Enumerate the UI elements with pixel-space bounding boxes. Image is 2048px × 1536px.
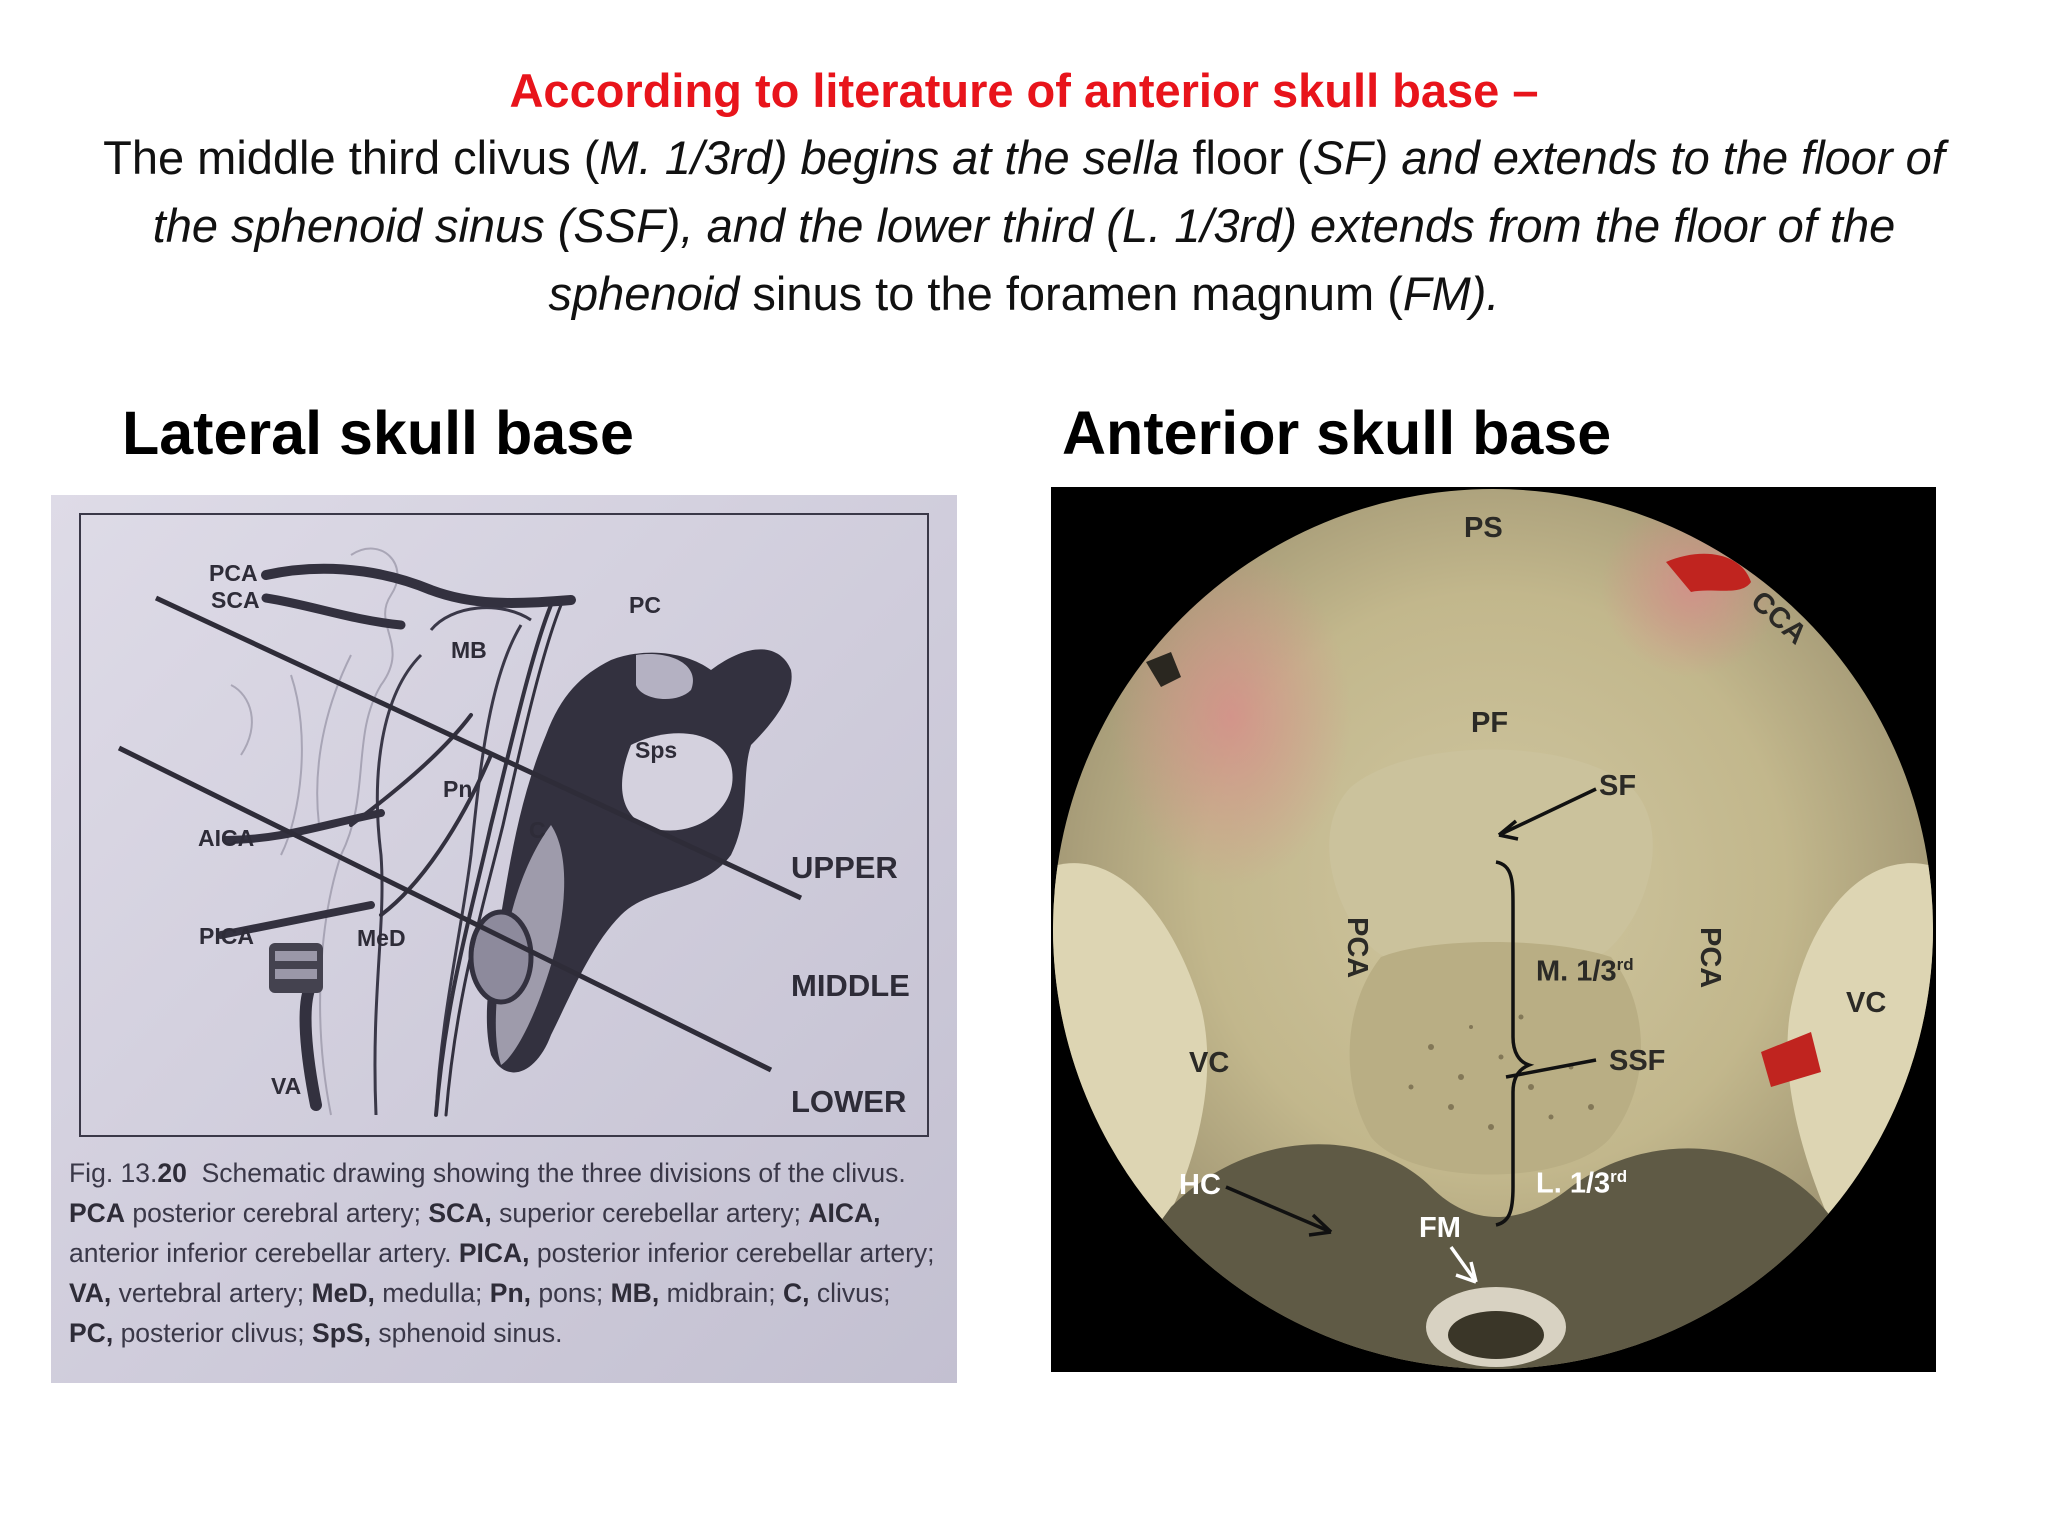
label-pca-right: PCA (1694, 927, 1726, 989)
right-edge-red-mark (1891, 1107, 1933, 1207)
caption-abbr: AICA, (808, 1198, 881, 1228)
body-part: sinus to the foramen magnum ( (752, 267, 1403, 320)
fm-arrow (1449, 1245, 1478, 1284)
m-third-sup: rd (1616, 955, 1634, 974)
label-ps: PS (1464, 512, 1503, 544)
caption-abbr: PC, (69, 1318, 114, 1348)
figure-caption: Fig. 13.20 Schematic drawing showing the… (69, 1153, 941, 1353)
caption-def: superior cerebellar artery; (499, 1198, 802, 1228)
division-lines (117, 595, 803, 1073)
label-upper: UPPER (791, 850, 898, 885)
fig-prefix: Fig. 13. (69, 1158, 158, 1188)
caption-def: posterior clivus; (120, 1318, 305, 1348)
m-third-text: M. 1/3 (1536, 955, 1617, 988)
label-vc-right: VC (1846, 987, 1887, 1019)
caption-abbr: PCA (69, 1198, 125, 1228)
sf-arrow (1498, 787, 1597, 837)
caption-abbr: PICA, (458, 1238, 530, 1268)
body-part: The middle third clivus ( (103, 131, 600, 184)
label-pc: PC (629, 592, 661, 618)
left-dark-notch (1146, 652, 1181, 687)
sphenoid-sinus-cavity (622, 733, 733, 831)
caption-def: medulla; (382, 1278, 483, 1308)
label-pn: Pn (443, 776, 473, 802)
label-sps: Sps (635, 737, 678, 763)
body-part: SF) and extends to the floor of the sphe… (152, 131, 1945, 320)
caption-abbr: C, (782, 1278, 810, 1308)
label-sca: SCA (211, 587, 260, 613)
label-hc: HC (1179, 1169, 1221, 1201)
sf-arrowhead (1497, 819, 1519, 841)
anterior-skull-base-heading: Anterior skull base (1062, 399, 1612, 467)
clivus-schematic-drawing (117, 547, 803, 1117)
slide-body-text: The middle third clivus (M. 1/3rd) begin… (74, 124, 1974, 328)
label-med: MeD (357, 925, 406, 951)
sellar-region (1329, 749, 1653, 977)
label-pf: PF (1471, 707, 1509, 739)
body-part: floor ( (1192, 131, 1313, 184)
label-sf: SF (1599, 770, 1637, 802)
hc-arrow (1225, 1185, 1332, 1234)
vertebral-artery-block (269, 943, 323, 993)
caption-def: clivus; (816, 1278, 891, 1308)
label-c: C (529, 817, 546, 843)
annotation-lines (1225, 787, 1597, 1237)
caption-def: posterior inferior cerebellar artery; (536, 1238, 935, 1268)
anterior-skull-base-endoscopic-photo: PS CCA PF SF PCA PCA M. 1/3rd VC VC SSF … (1051, 487, 1936, 1372)
caption-def: vertebral artery; (118, 1278, 305, 1308)
cca-red-mark (1666, 553, 1751, 592)
label-pca-left: PCA (1341, 917, 1373, 979)
clivus-region (1349, 942, 1641, 1175)
caption-def: midbrain; (666, 1278, 776, 1308)
left-red-tint (1111, 547, 1351, 887)
caption-def: anterior inferior cerebellar artery. (69, 1238, 452, 1268)
l-third-sup: rd (1610, 1167, 1628, 1186)
body-part: M. 1/3rd) begins at the sella (599, 131, 1193, 184)
body-part: FM). (1402, 267, 1500, 320)
caption-abbr: SpS, (312, 1318, 371, 1348)
label-mb: MB (451, 637, 487, 663)
lateral-skull-base-heading: Lateral skull base (122, 399, 634, 467)
label-pica: PICA (199, 923, 254, 949)
caption-abbr: SCA, (428, 1198, 492, 1228)
slide-header: According to literature of anterior skul… (0, 58, 2048, 328)
label-pca: PCA (209, 560, 258, 586)
label-fm: FM (1419, 1212, 1461, 1244)
caption-abbr: Pn, (489, 1278, 532, 1308)
caption-abbr: MB, (610, 1278, 660, 1308)
fig-number: 20 (157, 1158, 187, 1188)
label-lower-third: L. 1/3rd (1536, 1167, 1627, 1201)
foramen-magnum-inner (1448, 1311, 1544, 1359)
bone-speckle (1408, 1014, 1594, 1130)
label-middle-third: M. 1/3rd (1536, 955, 1634, 989)
label-middle: MIDDLE (791, 968, 910, 1003)
label-vc-left: VC (1189, 1047, 1230, 1079)
lateral-clivus-schematic-figure: PCA SCA PC MB Sps Pn C AICA PICA MeD VA … (51, 495, 957, 1383)
label-va: VA (271, 1073, 302, 1099)
lower-third-brace (1495, 1092, 1515, 1227)
caption-abbr: MeD, (311, 1278, 375, 1308)
posterior-clivus-cavity (636, 654, 693, 700)
caption-abbr: VA, (69, 1278, 112, 1308)
l-third-text: L. 1/3 (1536, 1167, 1611, 1200)
ssf-arrow (1505, 1058, 1597, 1079)
vc-right-red-mark (1761, 1032, 1821, 1087)
slide-title: According to literature of anterior skul… (509, 64, 1539, 117)
label-ssf: SSF (1609, 1045, 1666, 1077)
label-aica: AICA (198, 825, 255, 851)
fig-text: Schematic drawing showing the three divi… (201, 1158, 906, 1188)
label-lower: LOWER (791, 1084, 907, 1119)
figure-frame (79, 513, 929, 1137)
caption-def: sphenoid sinus. (378, 1318, 563, 1348)
caption-def: pons; (538, 1278, 604, 1308)
caption-def: posterior cerebral artery; (132, 1198, 421, 1228)
endoscopic-view-illustration (1053, 489, 1933, 1369)
hc-arrowhead (1308, 1213, 1333, 1237)
